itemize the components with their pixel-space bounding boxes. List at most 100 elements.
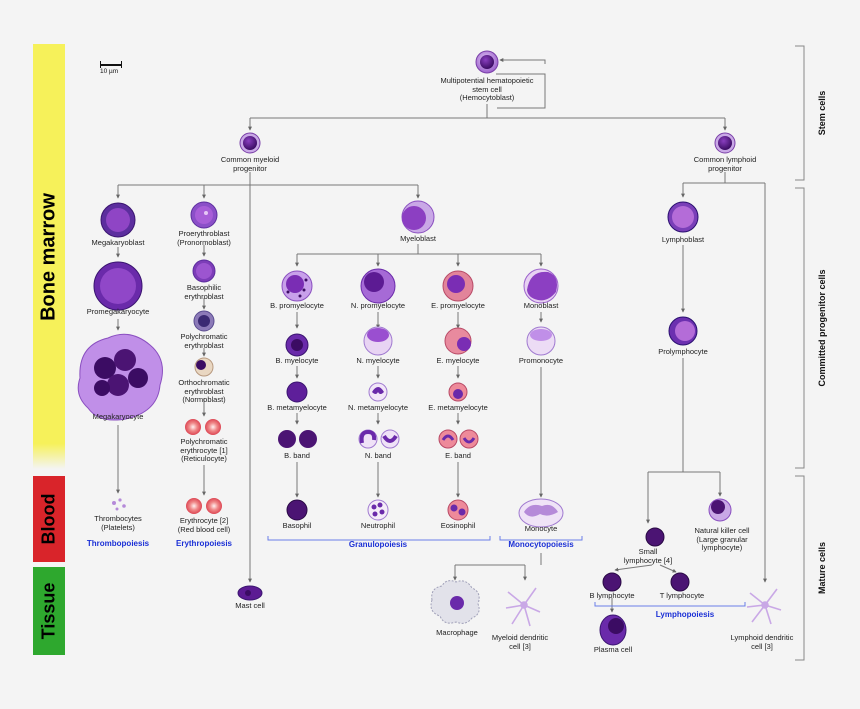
lymphoid-dendritic-cell (746, 588, 782, 625)
n-band-cells (358, 429, 400, 449)
n-myelocyte-label: N. myelocyte (356, 356, 400, 365)
bone-marrow-band: Bone marrow (33, 44, 65, 469)
eosinophil-label: Eosinophil (440, 521, 476, 530)
prolymphocyte-cell (668, 316, 698, 346)
n-metamyelocyte-cell (368, 382, 388, 402)
t-lymphocyte-label: T lymphocyte (659, 591, 705, 600)
myeloblast-cell (401, 200, 435, 234)
monocytopoiesis-label: Monocytopoiesis (508, 540, 574, 549)
blood-band: Blood (33, 476, 65, 562)
clp-label: Common lymphoid progenitor (693, 155, 757, 173)
polychromatic-erythroblast-cell (193, 310, 215, 332)
cmp-cell (239, 132, 261, 154)
self-renewal-line (496, 73, 546, 109)
erythropoiesis-label: Erythropoiesis (175, 539, 233, 548)
lymphopoiesis-label: Lymphopoiesis (655, 610, 715, 619)
myeloblast-label: Myeloblast (400, 234, 436, 243)
e-metamyelocyte-cell (448, 382, 468, 402)
lymphoblast-cell (667, 201, 699, 233)
b-myelocyte-label: B. myelocyte (275, 356, 319, 365)
b-promyelocyte-label: B. promyelocyte (270, 301, 324, 310)
megakaryoblast-cell (100, 202, 136, 238)
monocyte-label: Monocyte (524, 524, 558, 533)
e-myelocyte-cell (444, 327, 472, 355)
reticulocyte-label: Polychromatic erythrocyte [1] (Reticuloc… (180, 437, 228, 463)
thrombopoiesis-label: Thrombopoiesis (86, 539, 150, 548)
myeloid-dendritic-cell (505, 587, 541, 627)
b-promyelocyte-cell (281, 270, 313, 302)
proerythroblast-label: Proerythroblast (Pronormoblast) (177, 229, 231, 247)
lymphoid-dendritic-label: Lymphoid dendritic cell [3] (730, 633, 794, 651)
erythrocyte-label: Erythrocyte [2] (Red blood cell) (177, 516, 231, 534)
e-promyelocyte-cell (442, 270, 474, 302)
nk-cell (708, 498, 732, 522)
basophil-cell (286, 499, 308, 521)
mast-cell (237, 585, 263, 601)
prolymphocyte-label: Prolymphocyte (658, 347, 708, 356)
b-metamyelocyte-cell (286, 381, 308, 403)
e-band-cells (438, 429, 479, 449)
tissue-band: Tissue (33, 567, 65, 655)
promonocyte-cell (526, 326, 556, 356)
process-brackets (267, 536, 746, 607)
neutrophil-label: Neutrophil (360, 521, 396, 530)
section-brackets (795, 45, 805, 661)
platelets (112, 498, 126, 511)
orthochromatic-erythroblast-cell (194, 357, 214, 377)
b-lymphocyte-cell (602, 572, 622, 592)
polychromatic-erythroblast-label: Polychromatic erythroblast (180, 332, 228, 350)
orthochromatic-erythroblast-label: Orthochromatic erythroblast (Normoblast) (178, 378, 230, 404)
eosinophil-cell (447, 499, 469, 521)
t-lymphocyte-cell (670, 572, 690, 592)
self-renewal-arrow (499, 58, 546, 64)
macrophage-cell (430, 580, 480, 624)
neutrophil-cell (367, 499, 389, 521)
plasma-cell (599, 614, 627, 646)
n-myelocyte-cell (363, 326, 393, 356)
monocyte-cell (518, 498, 564, 528)
b-metamyelocyte-label: B. metamyelocyte (267, 403, 327, 412)
n-promyelocyte-label: N. promyelocyte (350, 301, 406, 310)
granulopoiesis-label: Granulopoiesis (348, 540, 408, 549)
e-band-label: E. band (445, 451, 471, 460)
macrophage-label: Macrophage (436, 628, 478, 637)
hsc-cell (475, 50, 499, 74)
b-lymphocyte-label: B lymphocyte (589, 591, 635, 600)
e-promyelocyte-label: E. promyelocyte (431, 301, 485, 310)
b-band-label: B. band (284, 451, 310, 460)
scale-bar-cap-left (100, 61, 101, 68)
committed-progenitor-section-label: Committed progenitor cells (817, 269, 827, 387)
n-metamyelocyte-label: N. metamyelocyte (347, 403, 409, 412)
e-metamyelocyte-label: E. metamyelocyte (428, 403, 488, 412)
hsc-label: Multipotential hematopoietic stem cell (… (440, 76, 534, 102)
clp-cell (714, 132, 736, 154)
megakaryoblast-label: Megakaryoblast (91, 238, 145, 247)
n-band-label: N. band (364, 451, 392, 460)
basophilic-erythroblast-cell (192, 259, 216, 283)
lymphoblast-label: Lymphoblast (661, 235, 705, 244)
b-band-cells (278, 430, 317, 448)
reticulocyte-cells (185, 419, 221, 435)
small-lymphocyte-cell (645, 527, 665, 547)
cmp-label: Common myeloid progenitor (220, 155, 280, 173)
scale-label: 10 µm (100, 68, 119, 75)
mast-cell-label: Mast cell (235, 601, 265, 610)
basophil-label: Basophil (282, 521, 312, 530)
mature-cells-section-label: Mature cells (817, 541, 827, 595)
monoblast-cell (523, 268, 559, 304)
promegakaryocyte-cell (93, 261, 143, 311)
promegakaryocyte-label: Promegakaryocyte (86, 307, 150, 316)
connector-lines (116, 58, 767, 613)
b-myelocyte-cell (285, 333, 309, 357)
stem-cells-section-label: Stem cells (817, 90, 827, 136)
small-lymphocyte-label: Small lymphocyte [4] (623, 547, 673, 565)
e-myelocyte-label: E. myelocyte (436, 356, 480, 365)
megakaryocyte-cell (77, 333, 163, 421)
nk-cell-label: Natural killer cell (Large granular lymp… (694, 526, 750, 552)
monoblast-label: Monoblast (523, 301, 559, 310)
scale-bar (100, 64, 122, 66)
promonocyte-label: Promonocyte (518, 356, 564, 365)
thrombocytes-label: Thrombocytes (Platelets) (94, 514, 142, 532)
